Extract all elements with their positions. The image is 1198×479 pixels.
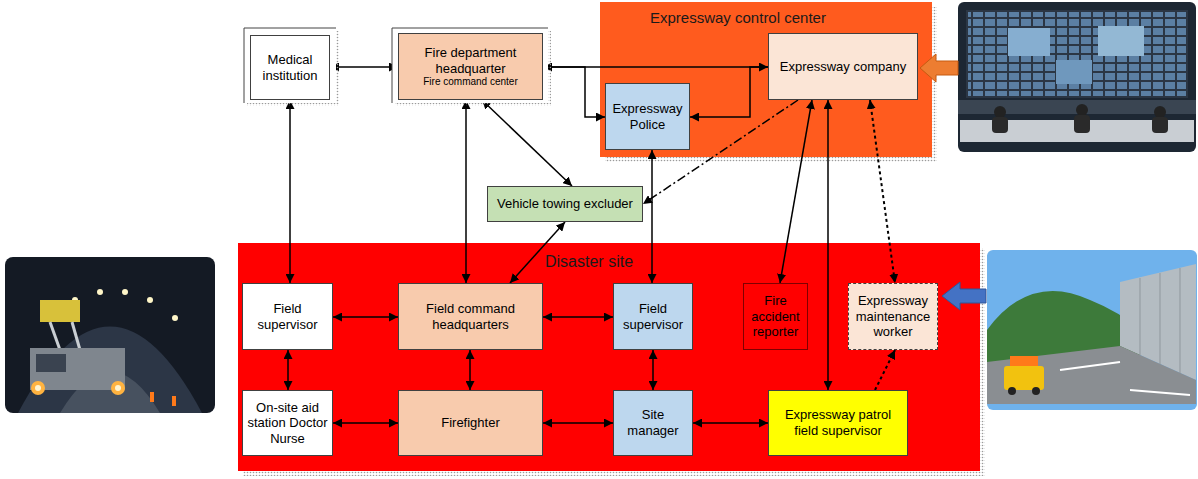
connector	[543, 316, 613, 318]
process-box: Fire accident reporter	[743, 283, 808, 350]
process-box: Expressway company	[768, 33, 918, 100]
region-band: Expressway control centerExpressway Poli…	[600, 2, 932, 157]
tunnel-photo	[5, 257, 215, 413]
road-photo	[987, 250, 1197, 410]
connector	[651, 150, 653, 283]
box-label: Vehicle towing excluder	[497, 196, 633, 212]
process-box: Site manager	[613, 390, 693, 456]
pointer-arrow	[920, 54, 958, 82]
box-label: Fire accident reporter	[748, 293, 803, 340]
process-box: Field supervisor	[242, 283, 333, 350]
box-label: Expressway Police	[610, 101, 685, 132]
connector	[333, 422, 398, 424]
process-box: Field supervisor	[613, 283, 693, 350]
process-box: Fire department headquarterFire command …	[398, 33, 543, 100]
connector	[543, 422, 613, 424]
connector	[510, 222, 565, 283]
connector	[287, 350, 289, 390]
process-box: Expressway Police	[605, 83, 690, 150]
box-label: Expressway company	[780, 59, 906, 75]
process-box: Vehicle towing excluder	[487, 186, 643, 222]
connector	[870, 100, 895, 283]
box-label: Expressway patrol field supervisor	[773, 407, 903, 438]
connector	[693, 422, 768, 424]
box-label: Field supervisor	[618, 301, 688, 332]
process-box: Medical institution	[250, 35, 330, 100]
connector	[652, 350, 654, 390]
region-band: Disaster siteField supervisor Field comma…	[238, 243, 980, 471]
connector	[330, 66, 398, 68]
panel-bracket	[244, 28, 336, 103]
band-fill	[600, 2, 932, 157]
panel-shadow	[395, 31, 551, 106]
connector	[289, 100, 291, 283]
panel	[392, 28, 548, 103]
connector	[465, 100, 467, 283]
band-fill	[238, 243, 980, 471]
pointer-arrow	[942, 282, 986, 310]
region-title: Expressway control center	[650, 9, 826, 26]
region-title: Disaster site	[545, 253, 633, 271]
box-label: On-site aid station Doctor Nurse	[247, 400, 328, 447]
process-box: Firefighter	[398, 390, 543, 456]
band-fill	[600, 2, 937, 162]
process-box: Expressway maintenance worker	[848, 283, 938, 350]
connector	[875, 350, 895, 390]
box-label: Site manager	[618, 407, 688, 438]
box-label: Fire department headquarter	[403, 45, 538, 76]
panel-shadow	[247, 31, 339, 106]
connector	[827, 100, 829, 390]
connector	[780, 100, 812, 283]
connector	[543, 67, 605, 117]
connector	[333, 316, 398, 318]
process-box: On-site aid station Doctor Nurse	[242, 390, 333, 456]
connector	[469, 350, 471, 390]
control-room-photo	[958, 2, 1196, 152]
box-label: Field command headquarters	[403, 301, 538, 332]
box-label: Expressway maintenance worker	[853, 293, 933, 340]
panel-bracket	[392, 28, 548, 103]
process-box: Field command headquarters	[398, 283, 543, 350]
connector	[482, 100, 572, 186]
box-label: Firefighter	[441, 415, 500, 431]
box-label: Medical institution	[255, 52, 325, 83]
band-fill	[238, 243, 985, 476]
connector	[690, 67, 768, 117]
box-label: Field supervisor	[247, 301, 328, 332]
process-box: Expressway patrol field supervisor	[768, 390, 908, 456]
panel	[244, 28, 336, 103]
box-label: Fire command center	[423, 76, 517, 88]
